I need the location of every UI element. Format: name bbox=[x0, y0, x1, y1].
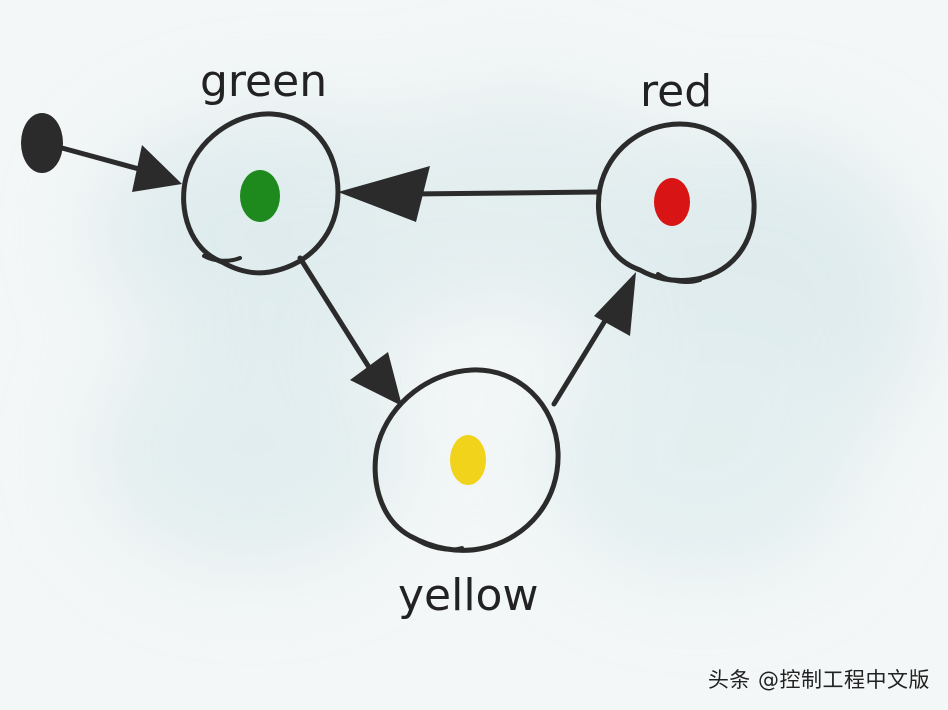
state-red-dot bbox=[654, 178, 690, 226]
arrowhead bbox=[350, 352, 402, 406]
state-green-label: green bbox=[200, 56, 327, 107]
transition-red-green bbox=[338, 166, 601, 222]
transition-yellow-red bbox=[551, 272, 636, 407]
initial-transition bbox=[21, 113, 182, 192]
state-yellow-label: yellow bbox=[398, 570, 538, 621]
state-red: red bbox=[595, 66, 757, 284]
state-green-dot bbox=[240, 170, 280, 222]
background-haze bbox=[90, 90, 930, 580]
initial-state-dot bbox=[21, 113, 63, 173]
state-green: green bbox=[181, 56, 341, 276]
state-yellow: yellow bbox=[372, 367, 561, 621]
arrowhead bbox=[338, 166, 430, 222]
watermark: 头条 @控制工程中文版 bbox=[707, 668, 930, 692]
transition-green-yellow bbox=[297, 255, 402, 406]
arrowhead bbox=[132, 145, 182, 192]
state-red-label: red bbox=[640, 66, 712, 117]
arrowhead bbox=[594, 272, 636, 336]
state-green-circle bbox=[181, 111, 341, 276]
state-yellow-circle bbox=[372, 367, 561, 553]
state-yellow-dot bbox=[450, 435, 486, 485]
